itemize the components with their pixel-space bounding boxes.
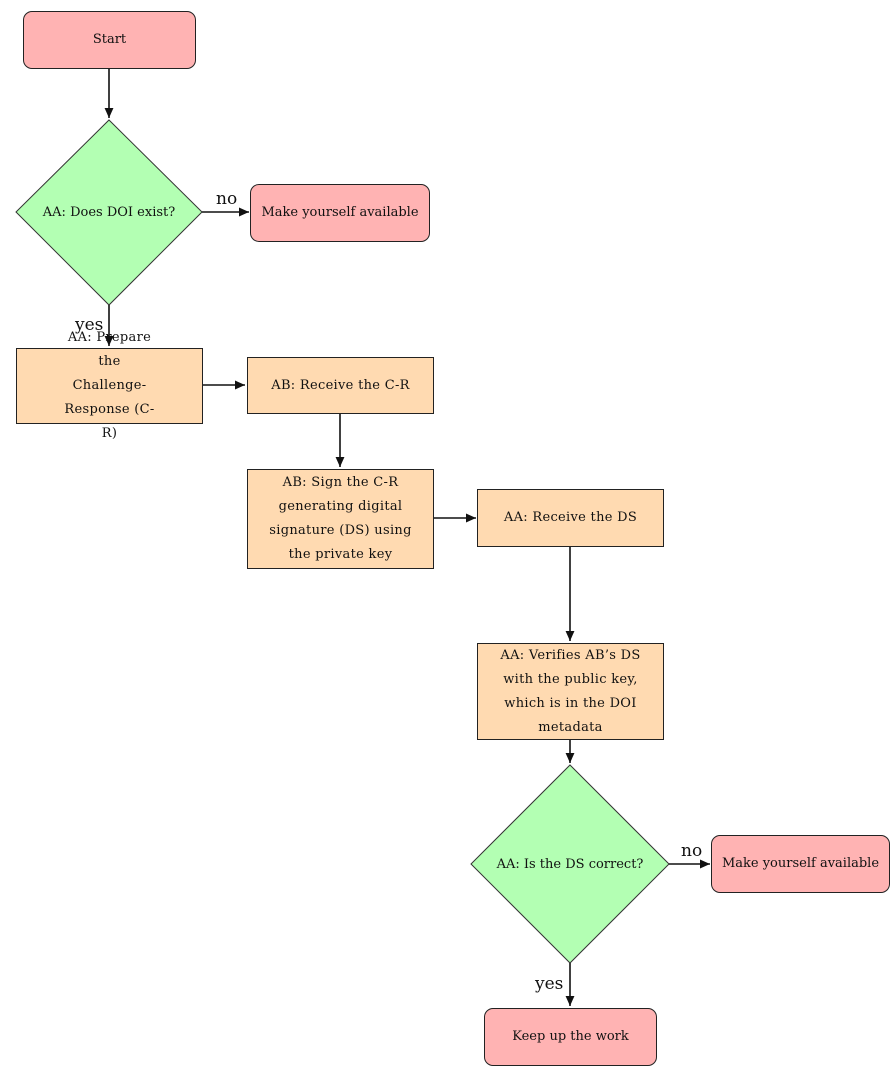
make-available-node-2: Make yourself available [711, 835, 890, 893]
sign-cr-node: AB: Sign the C-R generating digital sign… [247, 469, 434, 569]
doi-exist-question: AA: Does DOI exist? [42, 204, 176, 220]
start-node: Start [23, 11, 196, 69]
ds-correct-question: AA: Is the DS correct? [496, 856, 644, 872]
edge-label-no-2: no [681, 841, 703, 861]
receive-cr-node: AB: Receive the C-R [247, 357, 434, 414]
edge-label-yes-1: yes [75, 315, 104, 335]
edge-label-yes-2: yes [535, 974, 564, 994]
prepare-challenge-response-node: AA: Prepare the Challenge-Response (C-R) [16, 330, 203, 441]
keep-up-work-node: Keep up the work [484, 1008, 657, 1066]
make-available-node-1: Make yourself available [250, 184, 430, 242]
edge-label-no-1: no [216, 189, 238, 209]
receive-ds-node: AA: Receive the DS [477, 489, 664, 547]
verify-ds-node: AA: Verifies AB’s DS with the public key… [477, 643, 664, 740]
